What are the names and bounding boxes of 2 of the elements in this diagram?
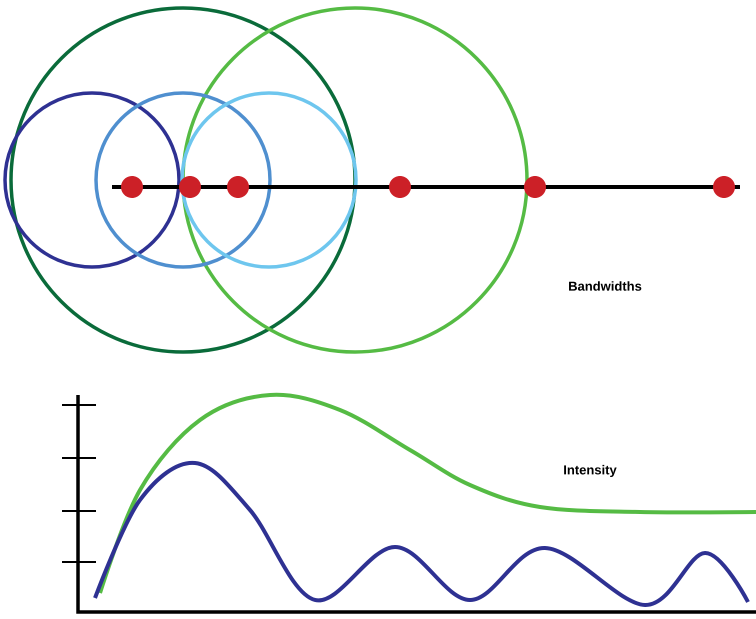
axis-label: Bandwidths xyxy=(569,281,642,291)
axis-label: Intensity xyxy=(564,464,617,478)
